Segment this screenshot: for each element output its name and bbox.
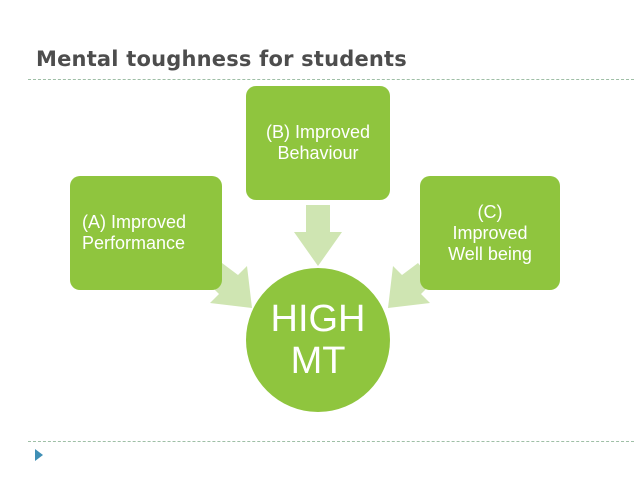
center-node-label: HIGH MT (270, 298, 366, 382)
title-divider (28, 79, 634, 80)
node-b-label: (B) Improved Behaviour (265, 122, 371, 163)
bullet-arrow-icon (35, 449, 43, 461)
center-node-high-mt: HIGH MT (246, 268, 390, 412)
arrow-b-to-center (294, 205, 342, 266)
node-a-label: (A) Improved Performance (82, 212, 187, 253)
footer-divider (28, 441, 634, 442)
node-c-label: (C) Improved Well being (448, 201, 532, 264)
node-improved-behaviour: (B) Improved Behaviour (246, 86, 390, 200)
slide-title: Mental toughness for students (36, 47, 407, 71)
node-improved-well-being: (C) Improved Well being (420, 176, 560, 290)
node-improved-performance: (A) Improved Performance (70, 176, 222, 290)
